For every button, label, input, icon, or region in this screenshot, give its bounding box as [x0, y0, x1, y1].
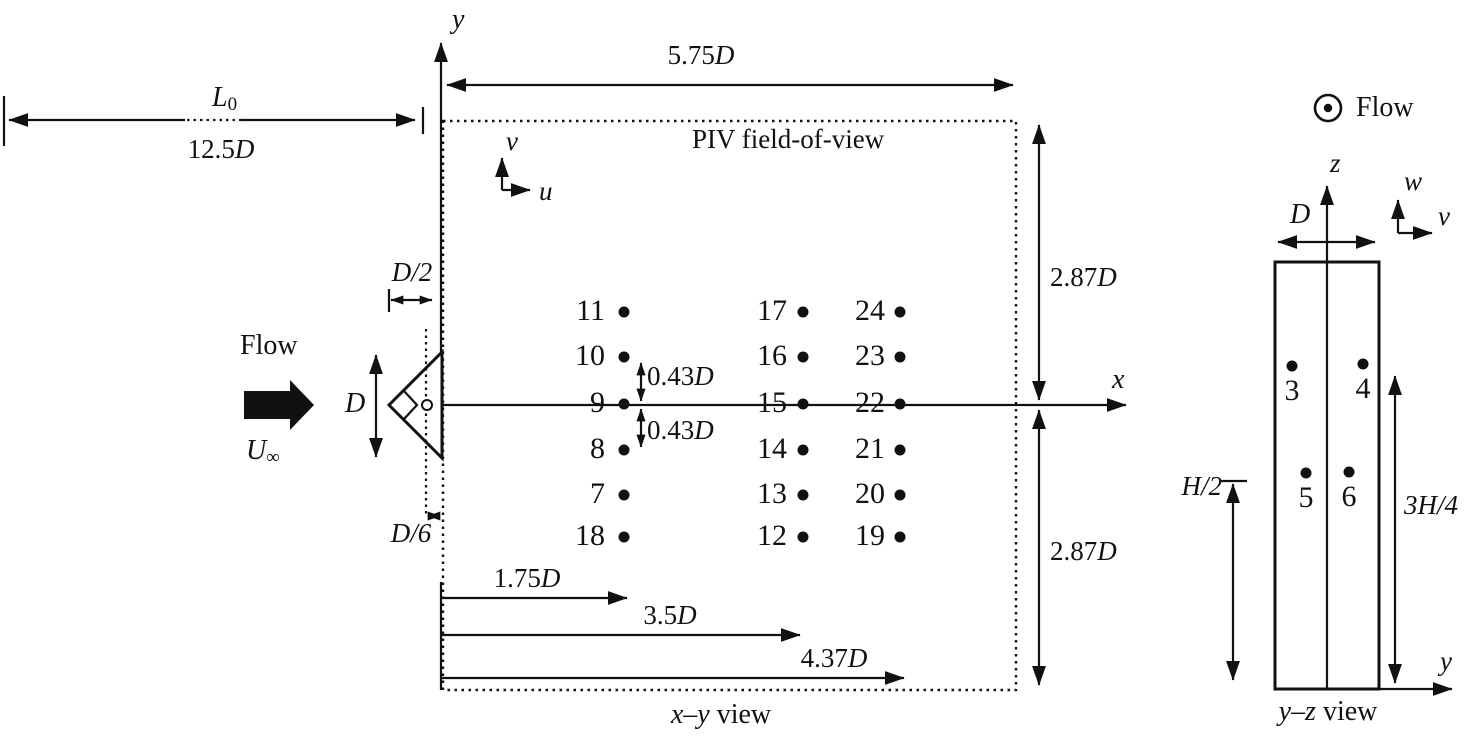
right-angle-mark	[403, 390, 419, 420]
fov-halfheight-top-label: 2.87D	[1050, 264, 1117, 291]
fov-width-value: 5.75	[667, 40, 715, 70]
upstream-length-value: 12.5D	[181, 136, 261, 163]
freestream-velocity-label: U∞	[246, 435, 280, 469]
upstream-subscript: 0	[227, 94, 238, 116]
v-velocity-axis-label: v	[506, 126, 518, 156]
point-label-4: 4	[1355, 372, 1371, 405]
station-dim-1: 1.75D	[487, 565, 567, 592]
point-label-11: 11	[576, 294, 605, 327]
point-label-20: 20	[855, 477, 885, 510]
halfheight-top-value: 2.87	[1050, 262, 1098, 292]
halfheight-top-unit: D	[1097, 262, 1117, 292]
point-label-7: 7	[590, 477, 605, 510]
point-label-16: 16	[757, 339, 787, 372]
flow-label-xy: Flow	[240, 330, 298, 361]
xy-view-caption: x–y view	[651, 701, 791, 729]
point-spacing-below-label: 0.43D	[647, 417, 714, 444]
point-label-24: 24	[855, 294, 885, 327]
station-1-value: 1.75	[493, 563, 541, 593]
station-distance-arrows	[441, 591, 905, 685]
prism-halfwidth-dimension-arrow	[387, 289, 433, 312]
spacing-below-value: 0.43	[647, 415, 695, 445]
y-axis-label: y	[452, 4, 465, 35]
point-label-14: 14	[757, 432, 787, 465]
y-axis-label-yz: y	[1440, 646, 1452, 676]
three-quarter-height-label: 3H/4	[1404, 490, 1458, 520]
u-velocity-axis-label: u	[539, 176, 553, 206]
upstream-value: 12.5	[187, 134, 235, 164]
measurement-points-yz	[1286, 358, 1369, 479]
upstream-unit: D	[234, 134, 255, 164]
flow-out-of-page-icon	[1313, 93, 1343, 123]
station-2-value: 3.5	[643, 600, 678, 630]
piv-fov-label: PIV field-of-view	[692, 124, 885, 154]
piv-field-of-view-box	[441, 119, 1018, 692]
uv-velocity-axes	[495, 157, 531, 197]
xy-view-caption-rest: view	[709, 699, 772, 730]
point-label-6: 6	[1341, 480, 1357, 513]
spacing-above-unit: D	[694, 361, 714, 391]
station-3-unit: D	[847, 643, 868, 673]
point-label-18: 18	[575, 519, 605, 552]
prism-diameter-label: D	[345, 388, 366, 419]
z-axis-label: z	[1330, 148, 1341, 178]
xy-view-caption-math: x–y	[670, 699, 710, 730]
cylinder-width-label: D	[1290, 199, 1311, 230]
point-spacing-above-label: 0.43D	[647, 363, 714, 390]
fov-width-unit: D	[714, 40, 735, 70]
x-axis-label: x	[1112, 364, 1125, 395]
v-velocity-axis-label-yz: v	[1438, 201, 1450, 231]
point-label-9: 9	[590, 386, 605, 419]
station-2-unit: D	[677, 600, 697, 630]
point-label-5: 5	[1298, 481, 1314, 514]
w-velocity-axis-label: w	[1404, 166, 1423, 196]
wv-velocity-axes	[1391, 199, 1433, 240]
half-height-dimension-arrow	[1220, 479, 1247, 681]
spacing-above-value: 0.43	[647, 361, 695, 391]
point-label-3: 3	[1284, 374, 1300, 407]
upstream-length-symbol: L0	[212, 82, 238, 116]
spacing-below-unit: D	[694, 415, 714, 445]
station-3-value: 4.37	[800, 643, 848, 673]
point-label-23: 23	[855, 339, 885, 372]
point-label-21: 21	[855, 432, 885, 465]
yz-view-caption-rest: view	[1315, 696, 1378, 727]
half-height-label: H/2	[1181, 471, 1223, 501]
prism-halfwidth-label: D/2	[391, 257, 433, 287]
yz-view-caption-math: y–z	[1278, 696, 1316, 727]
velocity-subscript: ∞	[266, 447, 280, 469]
halfheight-bottom-unit: D	[1097, 536, 1117, 566]
halfheight-bottom-value: 2.87	[1050, 536, 1098, 566]
station-dim-3: 4.37D	[794, 645, 874, 672]
incoming-flow-arrow	[244, 380, 314, 430]
velocity-symbol: U	[246, 435, 267, 466]
point-label-12: 12	[757, 519, 787, 552]
station-1-unit: D	[540, 563, 561, 593]
fov-halfheight-bottom-label: 2.87D	[1050, 538, 1117, 565]
prism-center-reference	[421, 329, 441, 521]
measurement-points-xy	[618, 306, 906, 543]
point-label-8: 8	[590, 432, 605, 465]
upstream-symbol: L	[212, 82, 228, 113]
prism-center-offset-label: D/6	[390, 518, 432, 548]
point-label-10: 10	[575, 339, 605, 372]
prism-center-mark	[421, 399, 433, 411]
point-label-19: 19	[855, 519, 885, 552]
upstream-dimension-arrow	[2, 96, 425, 146]
point-label-15: 15	[757, 386, 787, 419]
triangular-prism	[386, 348, 444, 462]
point-label-17: 17	[757, 294, 787, 327]
point-label-13: 13	[757, 477, 787, 510]
fov-width-dim-label: 5.75D	[661, 42, 741, 69]
yz-view-caption: y–z view	[1258, 698, 1398, 726]
point-label-22: 22	[855, 386, 885, 419]
flow-label-yz: Flow	[1356, 92, 1414, 123]
station-dim-2: 3.5D	[630, 602, 710, 629]
